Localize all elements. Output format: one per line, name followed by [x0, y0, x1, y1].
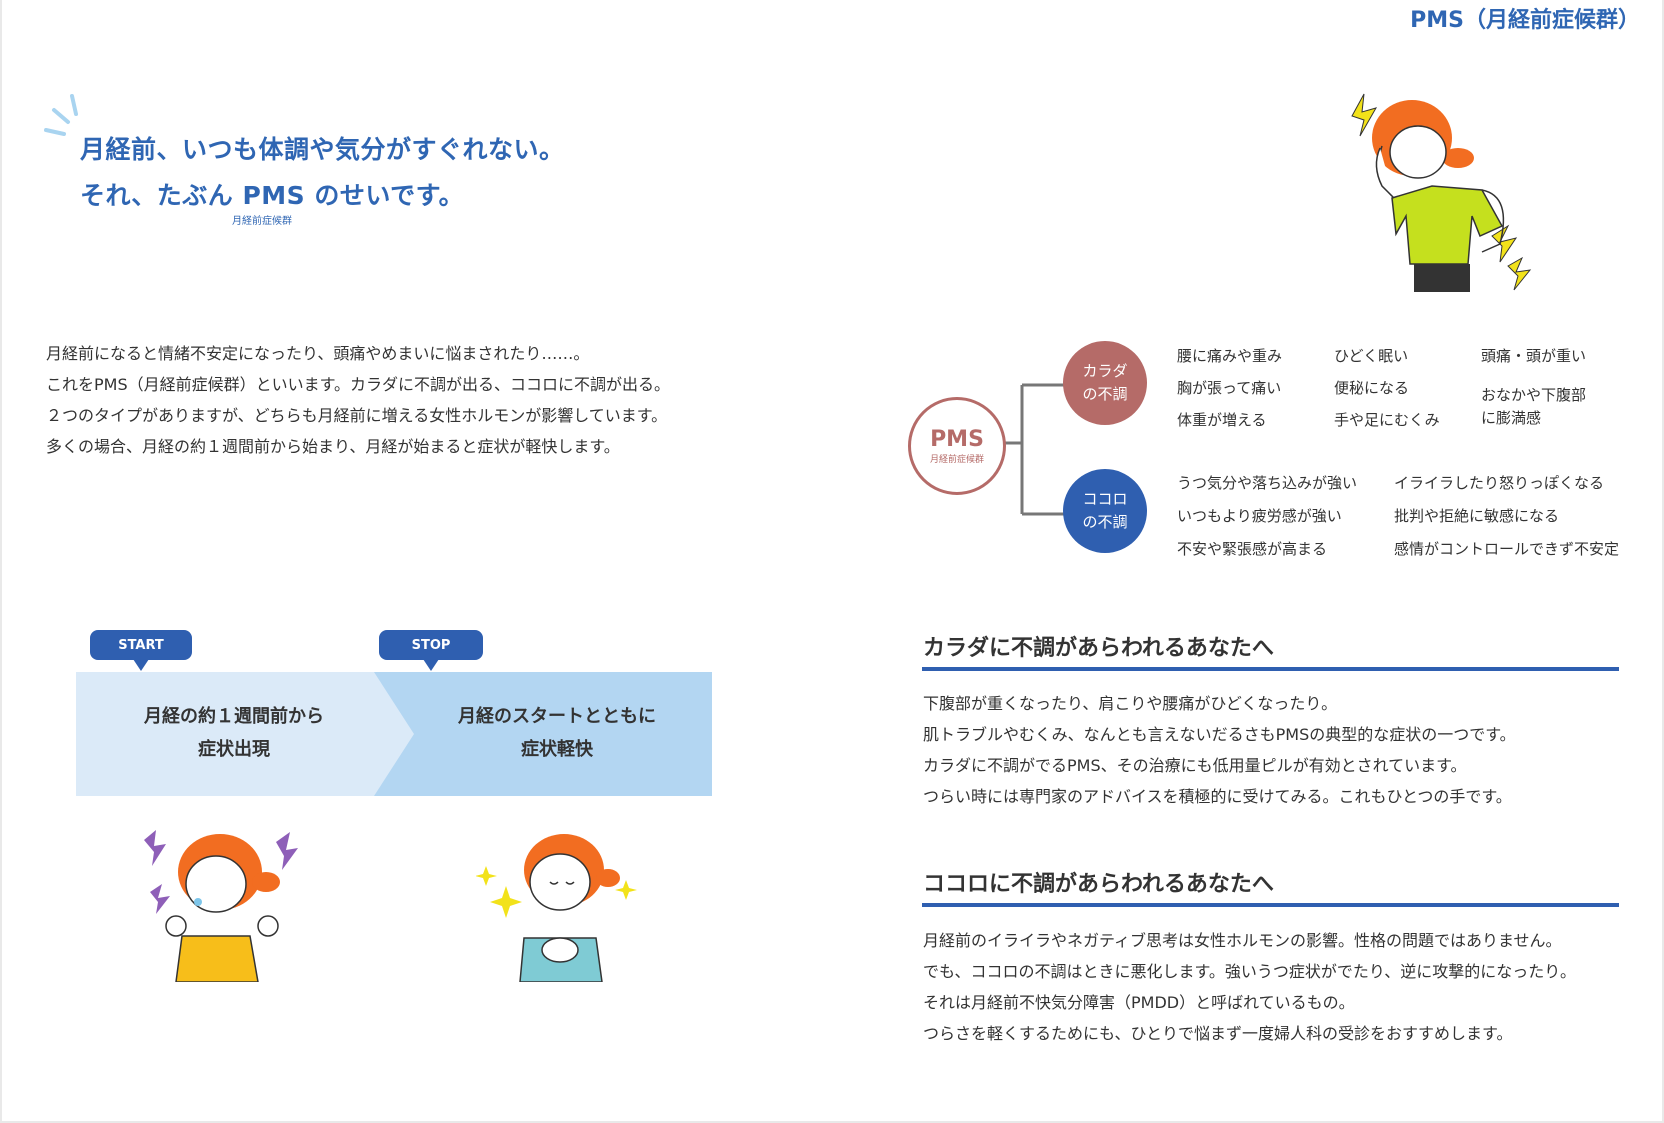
mind-section-title: ココロに不調があらわれるあなたへ [923, 872, 1274, 897]
flow-start-line: 月経の約１週間前から [144, 706, 324, 727]
body-symptom: 手や足にむくみ [1334, 411, 1440, 429]
headache-woman-illustration [1351, 93, 1532, 292]
headline-line-2: それ、たぶん PMS のせいです。 [80, 181, 465, 210]
body-symptom: おなかや下腹部 [1481, 386, 1587, 404]
section-tag: PMS（月経前症候群） [1410, 8, 1640, 33]
intro-line: 多くの場合、月経の約１週間前から始まり、月経が始まると症状が軽快します。 [46, 437, 620, 456]
headline-ruby: 月経前症候群 [232, 216, 292, 227]
mind-symptom: いつもより疲労感が強い [1177, 507, 1342, 525]
mind-section-line: つらさを軽くするためにも、ひとりで悩まず一度婦人科の受診をおすすめします。 [923, 1024, 1513, 1043]
crying-girl-illustration [144, 830, 298, 982]
body-symptom: ひどく眠い [1334, 347, 1409, 365]
mind-symptom: 感情がコントロールできず不安定 [1394, 540, 1620, 558]
body-symptom: 胸が張って痛い [1177, 379, 1282, 397]
body-symptom: に膨満感 [1481, 409, 1542, 427]
flow-stop-text: 月経のスタートとともに 症状軽快 [412, 700, 702, 766]
body-disorder-circle: カラダ の不調 [1063, 341, 1147, 425]
mind-section-line: それは月経前不快気分障害（PMDD）と呼ばれているもの。 [923, 993, 1355, 1012]
intro-line: これをPMS（月経前症候群）といいます。カラダに不調が出る、ココロに不調が出る。 [46, 375, 671, 394]
flow-bar [76, 672, 712, 796]
body-symptom: 便秘になる [1334, 379, 1410, 397]
body-symptom: 腰に痛みや重み [1177, 347, 1283, 365]
body-section-line: 肌トラブルやむくみ、なんとも言えないだるさもPMSの典型的な症状の一つです。 [923, 725, 1516, 744]
diagram-connector [998, 383, 1064, 516]
body-symptom: 体重が増える [1177, 411, 1267, 429]
flow-start-text: 月経の約１週間前から 症状出現 [76, 700, 392, 766]
body-section-title: カラダに不調があらわれるあなたへ [923, 636, 1274, 661]
pms-sub-label: 月経前症候群 [929, 454, 984, 465]
flow-start-line: 症状出現 [198, 739, 270, 760]
mind-symptom: 不安や緊張感が高まる [1177, 540, 1328, 558]
mind-circle-label: の不調 [1082, 513, 1128, 531]
body-circle-label: カラダ [1082, 362, 1128, 380]
pms-circle: PMS 月経前症候群 [908, 397, 1006, 495]
mind-disorder-circle: ココロ の不調 [1063, 469, 1147, 553]
mind-symptom: 批判や拒絶に敏感になる [1394, 507, 1560, 525]
pms-label: PMS [930, 426, 984, 452]
intro-line: 月経前になると情緒不安定になったり、頭痛やめまいに悩まされたり……。 [46, 344, 590, 363]
body-circle-label: の不調 [1082, 385, 1128, 403]
mind-circle-label: ココロ [1082, 490, 1128, 508]
start-tag: START [90, 630, 192, 671]
mind-symptom: イライラしたり怒りっぽくなる [1394, 474, 1605, 492]
flow-stop-line: 月経のスタートとともに [458, 706, 656, 727]
relieved-girl-illustration [476, 834, 637, 982]
intro-paragraph: 月経前になると情緒不安定になったり、頭痛やめまいに悩まされたり……。 これをPM… [46, 338, 746, 462]
headline-line-1: 月経前、いつも体調や気分がすぐれない。 [80, 135, 565, 164]
mind-section-text: 月経前のイライラやネガティブ思考は女性ホルモンの影響。性格の問題ではありません。… [923, 925, 1643, 1049]
stop-tag: STOP [379, 630, 483, 671]
body-section-line: 下腹部が重くなったり、肩こりや腰痛がひどくなったり。 [923, 694, 1338, 713]
body-symptom: 頭痛・頭が重い [1481, 347, 1587, 365]
mind-section-rule [922, 903, 1619, 907]
emphasis-lines-icon [44, 94, 78, 136]
mind-symptom: うつ気分や落ち込みが強い [1177, 474, 1358, 492]
intro-line: ２つのタイプがありますが、どちらも月経前に増える女性ホルモンが影響しています。 [46, 406, 668, 425]
body-section-text: 下腹部が重くなったり、肩こりや腰痛がひどくなったり。 肌トラブルやむくみ、なんと… [923, 688, 1643, 812]
body-section-line: つらい時には専門家のアドバイスを積極的に受けてみる。これもひとつの手です。 [923, 787, 1512, 806]
body-section-line: カラダに不調がでるPMS、その治療にも低用量ピルが有効とされています。 [923, 756, 1467, 775]
mind-section-line: 月経前のイライラやネガティブ思考は女性ホルモンの影響。性格の問題ではありません。 [923, 931, 1562, 950]
flow-stop-line: 症状軽快 [521, 739, 593, 760]
body-section-rule [922, 667, 1619, 671]
mind-section-line: でも、ココロの不調はときに悪化します。強いうつ症状がでたり、逆に攻撃的になったり… [923, 962, 1576, 981]
